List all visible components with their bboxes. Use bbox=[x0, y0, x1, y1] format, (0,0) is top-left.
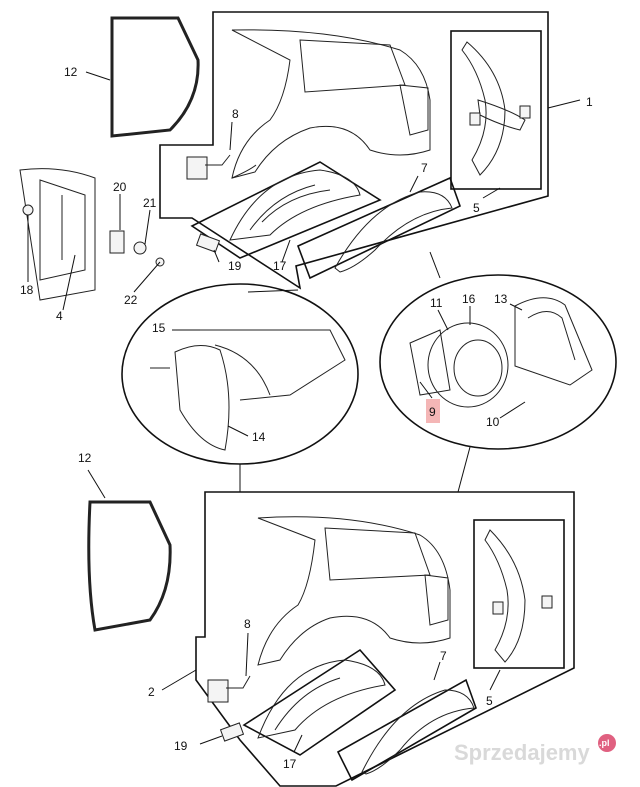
callout-20: 20 bbox=[113, 180, 127, 194]
clip-19-bottom bbox=[219, 722, 245, 742]
callout-21: 21 bbox=[143, 196, 157, 210]
callout-19-bottom: 19 bbox=[174, 739, 188, 753]
callout-22: 22 bbox=[124, 293, 138, 307]
detail-circle-fuel-door bbox=[379, 274, 617, 450]
callout-17-top: 17 bbox=[273, 259, 287, 273]
callout-12-top: 12 bbox=[64, 65, 78, 79]
callout-2: 2 bbox=[148, 685, 155, 699]
callout-17-bottom: 17 bbox=[283, 757, 297, 771]
callout-7-bottom: 7 bbox=[440, 649, 447, 663]
callout-12-bottom: 12 bbox=[78, 451, 92, 465]
inner-bracket-bottom bbox=[484, 529, 553, 663]
liner-7-bottom bbox=[361, 689, 475, 775]
callout-9: 9 bbox=[429, 405, 436, 419]
fender-14-detail bbox=[150, 329, 346, 451]
clip-19-top bbox=[195, 233, 221, 253]
callout-1: 1 bbox=[586, 95, 593, 109]
watermark: Sprzedajemy .pl bbox=[454, 734, 616, 765]
seal-12-bottom bbox=[87, 500, 172, 632]
callout-16: 16 bbox=[462, 292, 476, 306]
hinge-8-top bbox=[186, 154, 231, 180]
callout-5-bottom: 5 bbox=[486, 694, 493, 708]
inner-bracket-top bbox=[461, 41, 531, 176]
callout-8-top: 8 bbox=[232, 107, 239, 121]
watermark-text: Sprzedajemy bbox=[454, 740, 590, 765]
liner-7-top bbox=[334, 191, 453, 273]
panel-5-box-bottom bbox=[473, 519, 565, 669]
callout-11: 11 bbox=[430, 296, 443, 310]
seal-12-top bbox=[110, 16, 200, 138]
liner-17-top bbox=[229, 169, 361, 241]
callout-4: 4 bbox=[56, 309, 63, 323]
callout-10: 10 bbox=[486, 415, 500, 429]
callout-9-highlight bbox=[426, 399, 440, 423]
callout-8-bottom: 8 bbox=[244, 617, 251, 631]
callout-19-top: 19 bbox=[228, 259, 242, 273]
callout-14: 14 bbox=[252, 430, 266, 444]
liner-17-bottom bbox=[257, 659, 386, 739]
quarter-panel-top bbox=[231, 29, 431, 179]
liner-17-box-top bbox=[190, 161, 382, 259]
watermark-suffix: .pl bbox=[599, 738, 610, 748]
liner-17-box-bottom bbox=[242, 648, 397, 756]
callout-15: 15 bbox=[152, 321, 166, 335]
assembly-1-outline bbox=[159, 11, 549, 290]
panel-5-box bbox=[450, 30, 542, 190]
liner-7-box-top bbox=[296, 176, 461, 280]
callout-13: 13 bbox=[494, 292, 508, 306]
quarter-panel-bottom bbox=[257, 516, 451, 666]
body-detail-left bbox=[19, 168, 165, 301]
fuel-door-detail bbox=[409, 297, 593, 408]
callout-18: 18 bbox=[20, 283, 34, 297]
assembly-2-outline bbox=[195, 491, 575, 787]
callout-5-top: 5 bbox=[473, 201, 480, 215]
liner-7-box-bottom bbox=[336, 678, 477, 782]
hinge-8-bottom bbox=[207, 675, 251, 703]
callout-7-top: 7 bbox=[421, 161, 428, 175]
watermark-badge bbox=[598, 734, 616, 752]
